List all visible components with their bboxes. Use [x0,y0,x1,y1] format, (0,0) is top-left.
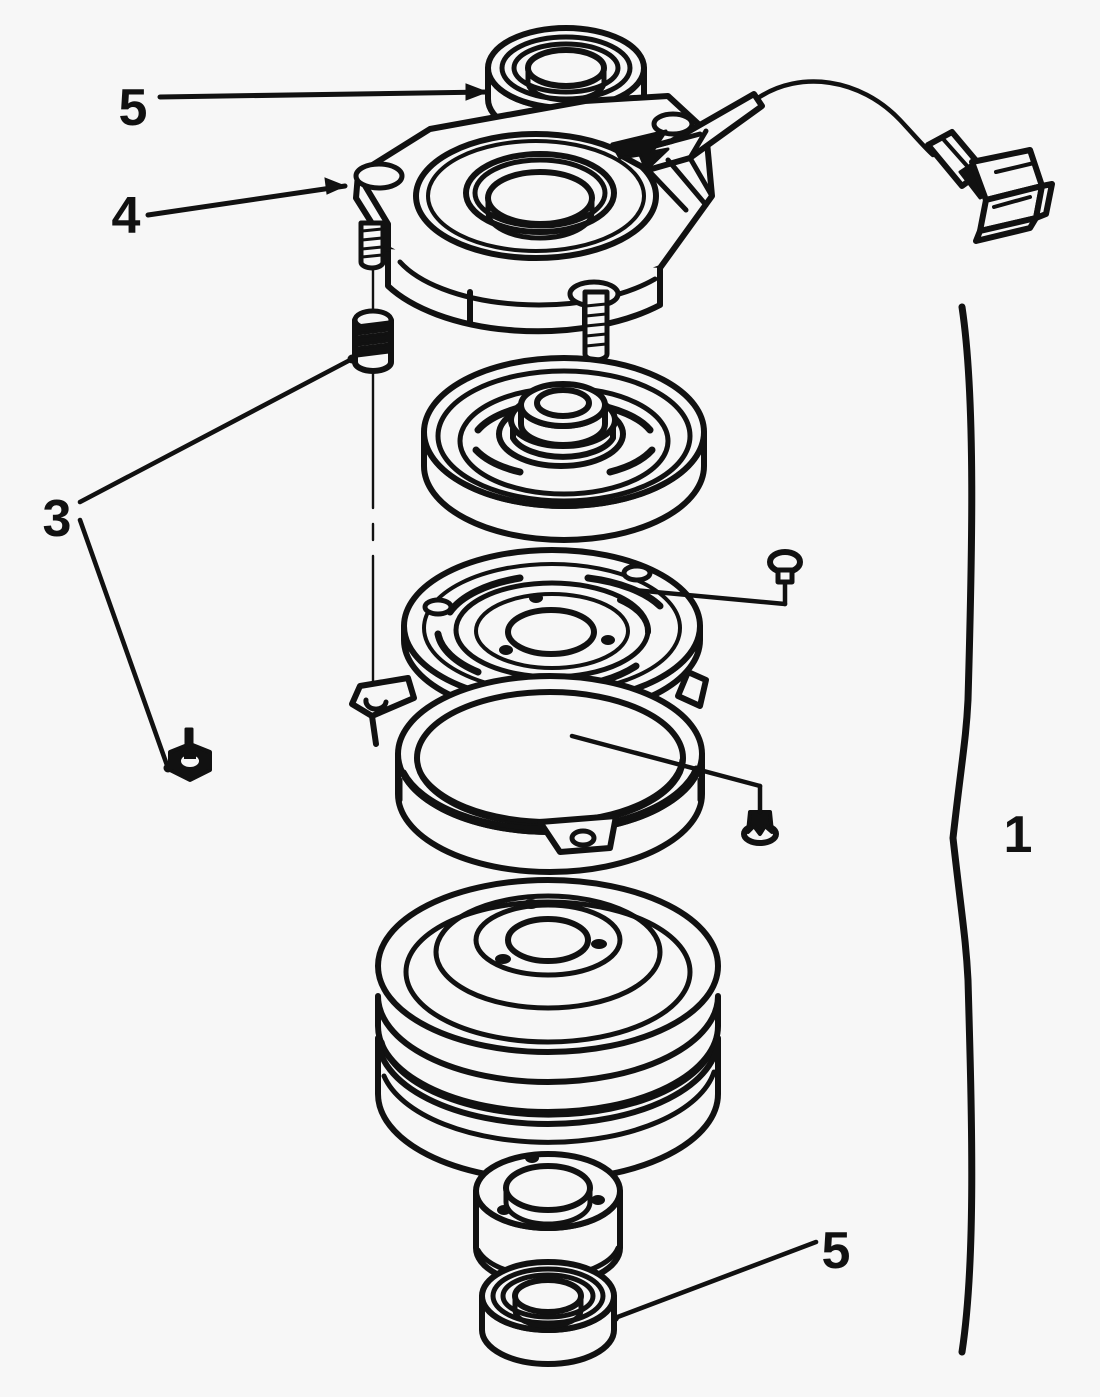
mounting-bracket-housing [353,91,765,335]
callout-label-5-bottom: 5 [822,1222,851,1280]
leader-callout-5-top [157,83,490,101]
hex-nut [168,727,212,782]
callout-label-4: 4 [112,187,141,245]
rivet-upper [631,549,803,607]
lower-ball-bearing [479,1259,617,1367]
field-coil-ring [395,673,705,875]
callout-label-5-top: 5 [119,79,148,137]
rotor-upper [421,355,707,543]
lower-pulley-v-groove [375,877,721,1183]
electrical-connector [925,129,1055,244]
rivet-lower [569,733,779,846]
spring-washer [352,308,394,374]
coil-wire-lead [755,79,936,158]
callout-label-1: 1 [1004,806,1033,864]
mounting-bolt-right [582,289,610,363]
assembly-brace [949,303,976,1356]
leader-callout-4 [145,177,348,218]
mounting-bolt-left [358,220,386,271]
callout-label-3: 3 [43,490,72,548]
